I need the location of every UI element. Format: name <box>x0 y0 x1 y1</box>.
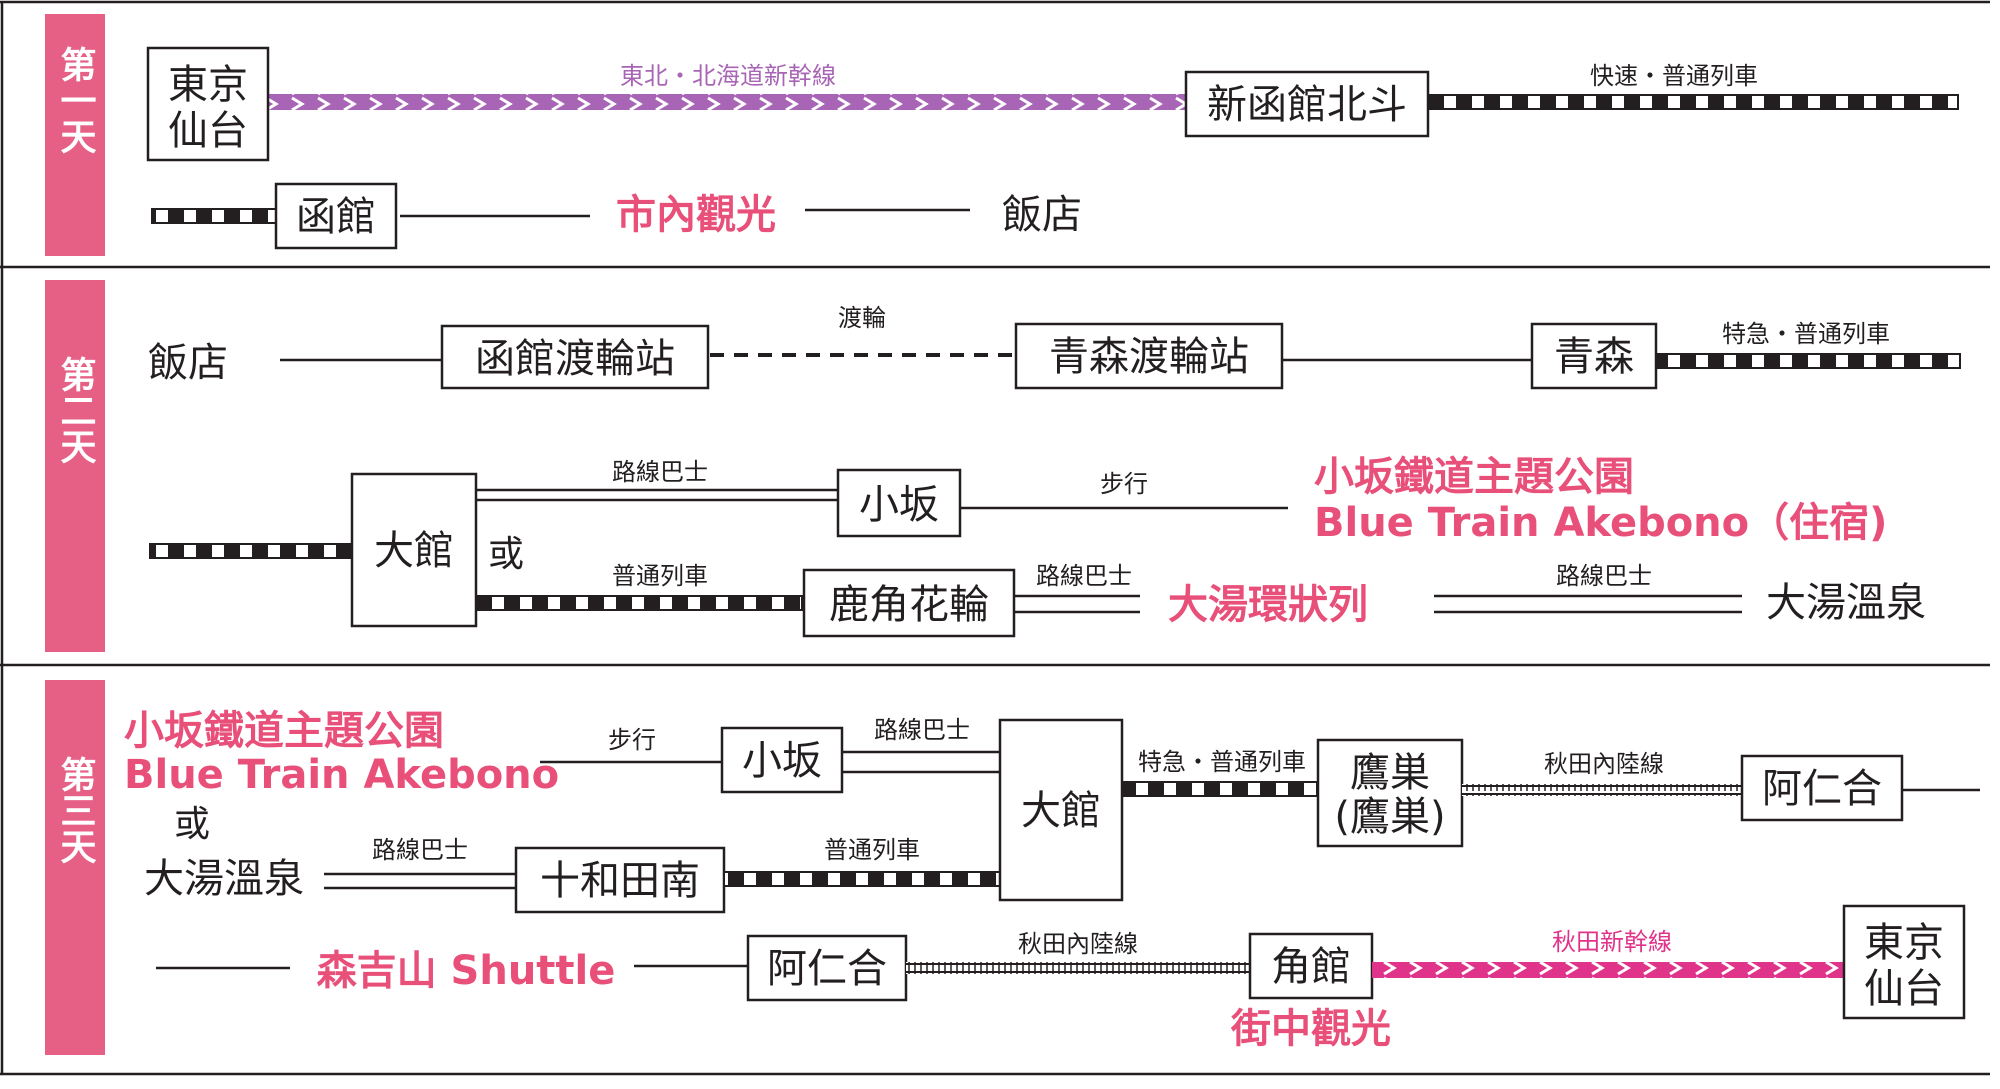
station-hakodate-ferry-box <box>440 324 710 390</box>
oyu-onsen-day2: 大湯溫泉 <box>1766 580 1926 626</box>
ltd-exp-local-line-day2 <box>1655 353 1961 369</box>
day3-row2: 森吉山 Shuttle 阿仁合 秋田內陸線 角館 街中觀光 秋田新幹線 東京 仙… <box>156 904 1966 1052</box>
station-sendai: 仙台 <box>168 108 248 154</box>
station-towada-minami-box <box>514 846 726 914</box>
town-sightseeing: 街中觀光 <box>1230 1006 1391 1052</box>
station-kosaka-day2: 小坂 <box>859 482 939 528</box>
rapid-local-label: 快速・普通列車 <box>1590 62 1758 90</box>
station-aomori: 青森 <box>1554 334 1634 380</box>
day3-row1: 小坂鐵道主題公園 Blue Train Akebono 或 大湯溫泉 步行 小坂… <box>124 708 1980 914</box>
station-sendai-end: 仙台 <box>1864 966 1944 1012</box>
route-bus-label-kazuno: 路線巴士 <box>1036 562 1132 590</box>
station-takanosu-sub: (鷹巣) <box>1334 794 1445 840</box>
day3-bar: 第三天 <box>45 680 105 1055</box>
station-takanosu-box <box>1316 738 1464 848</box>
station-aomori-ferry-box <box>1014 322 1284 390</box>
local-train-line-hakodate <box>151 208 277 224</box>
ferry-label: 渡輪 <box>838 304 886 332</box>
station-tokyo-sendai-box-end <box>1842 904 1966 1020</box>
oyu-loop: 大湯環狀列 <box>1168 582 1368 628</box>
local-train-line-day3 <box>723 871 1001 887</box>
station-hakodate: 函館 <box>296 194 376 240</box>
ltd-exp-local-label-day2: 特急・普通列車 <box>1722 320 1890 348</box>
local-train-label-day2: 普通列車 <box>612 562 708 590</box>
station-tokyo-sendai-box <box>146 46 270 162</box>
rapid-local-line <box>1427 94 1959 110</box>
local-train-line-odate-in <box>149 543 353 559</box>
route-bus-label-day3a: 路線巴士 <box>874 716 970 744</box>
station-kazuno-hanawa-box <box>802 568 1016 638</box>
route-bus-label-kosaka: 路線巴士 <box>612 458 708 486</box>
station-odate-box-day2 <box>350 472 478 628</box>
station-tokyo-end: 東京 <box>1864 920 1944 966</box>
station-kosaka-box-day2 <box>836 468 962 538</box>
day2-row1: 飯店 函館渡輪站 渡輪 青森渡輪站 青森 特急・普通列車 <box>148 304 1961 390</box>
akita-nairiku-label-b: 秋田內陸線 <box>1018 930 1138 958</box>
blue-train-day3: Blue Train Akebono <box>124 752 559 798</box>
station-kosaka-box-day3 <box>720 726 844 794</box>
route-bus-label-day3b: 路線巴士 <box>372 836 468 864</box>
local-train-label-day3: 普通列車 <box>824 836 920 864</box>
kosaka-park-day3: 小坂鐵道主題公園 <box>124 708 444 754</box>
blue-train-stay: Blue Train Akebono（住宿) <box>1314 500 1887 546</box>
station-hakodate-box <box>274 182 398 250</box>
station-takanosu: 鷹巣 <box>1350 750 1430 796</box>
akita-shinkansen-label: 秋田新幹線 <box>1552 928 1672 956</box>
day2-label: 第二天 <box>55 356 97 464</box>
day2-row2: 大館 或 路線巴士 小坂 步行 小坂鐵道主題公園 Blue Train Akeb… <box>149 454 1926 638</box>
station-kakunodate: 角館 <box>1271 944 1351 990</box>
hotel-day2: 飯店 <box>148 340 228 386</box>
station-tokyo: 東京 <box>168 62 248 108</box>
station-shin-hakodate: 新函館北斗 <box>1207 82 1407 128</box>
oyu-onsen-day3: 大湯溫泉 <box>144 856 304 902</box>
city-sightseeing: 市內觀光 <box>616 192 776 238</box>
walk-label-day2: 步行 <box>1100 470 1148 498</box>
station-aomori-ferry: 青森渡輪站 <box>1049 334 1249 380</box>
or-day2: 或 <box>488 534 524 575</box>
station-ani-ai-a: 阿仁合 <box>1762 766 1882 812</box>
station-ani-ai-b: 阿仁合 <box>767 946 887 992</box>
station-ani-ai-box-a <box>1740 754 1904 822</box>
day1-label: 第一天 <box>55 46 97 154</box>
day3-label: 第三天 <box>55 756 97 864</box>
station-hakodate-ferry: 函館渡輪站 <box>475 336 675 382</box>
moriyoshi-shuttle: 森吉山 Shuttle <box>317 948 616 994</box>
kosaka-park-day2: 小坂鐵道主題公園 <box>1314 454 1634 500</box>
station-kazuno-hanawa: 鹿角花輪 <box>829 582 989 628</box>
station-odate-day3: 大館 <box>1021 788 1101 834</box>
local-train-line-kazuno <box>475 595 803 611</box>
day1-row1: 東北・北海道新幹線 快速・普通列車 東京 仙台 新函館北斗 <box>146 46 1959 162</box>
station-odate-box-day3 <box>998 718 1124 902</box>
akita-shinkansen-line <box>1372 962 1844 978</box>
day2-bar: 第二天 <box>45 280 105 652</box>
shinkansen-tohoku-label: 東北・北海道新幹線 <box>620 62 836 90</box>
day1-row2: 函館 市內觀光 飯店 <box>151 182 1082 250</box>
shinkansen-tohoku-hokkaido-line <box>268 94 1186 110</box>
walk-label-day3: 步行 <box>608 726 656 754</box>
route-bus-label-oyu: 路線巴士 <box>1556 562 1652 590</box>
ltd-exp-local-label-day3: 特急・普通列車 <box>1138 748 1306 776</box>
station-kosaka-day3: 小坂 <box>742 738 822 784</box>
ltd-exp-local-line-day3 <box>1121 781 1319 797</box>
station-kakunodate-box <box>1248 932 1374 1000</box>
station-shin-hakodate-box <box>1184 70 1430 138</box>
station-odate-day2: 大館 <box>374 528 454 574</box>
station-towada-minami: 十和田南 <box>540 858 700 904</box>
day1-bar: 第一天 <box>45 14 105 256</box>
or-day3: 或 <box>174 804 210 845</box>
akita-nairiku-label-a: 秋田內陸線 <box>1544 750 1664 778</box>
hotel-day1: 飯店 <box>1002 192 1082 238</box>
